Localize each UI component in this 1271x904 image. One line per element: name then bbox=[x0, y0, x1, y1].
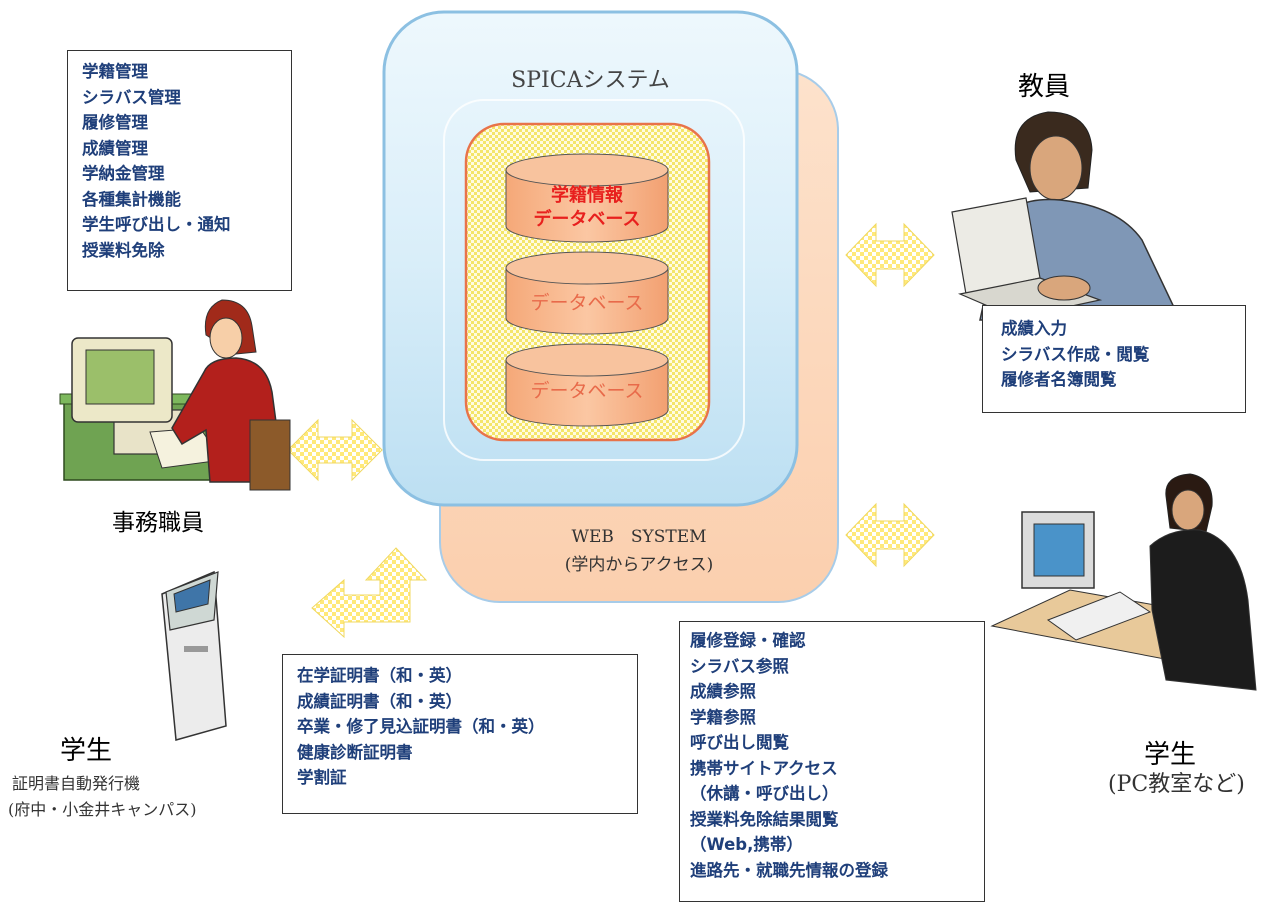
database-cylinder-1 bbox=[505, 153, 669, 243]
student-pc-functions-box: 履修登録・確認 シラバス参照 成績参照 学籍参照 呼び出し閲覧 携帯サイトアクセ… bbox=[679, 621, 985, 902]
database-cylinder-2 bbox=[505, 251, 669, 335]
faculty-label: 教員 bbox=[1018, 72, 1071, 102]
student-kiosk-sublabel-1: 証明書自動発行機 bbox=[12, 774, 141, 793]
database-cylinder-3 bbox=[505, 343, 669, 427]
arrow-faculty-spica bbox=[845, 222, 935, 288]
arrow-kiosk-web bbox=[311, 547, 428, 639]
list-item: 呼び出し閲覧 bbox=[690, 733, 789, 752]
staff-functions-list: 学籍管理 シラバス管理 履修管理 成績管理 学納金管理 各種集計機能 学生呼び出… bbox=[82, 59, 291, 263]
list-item: シラバス作成・閲覧 bbox=[1001, 344, 1150, 364]
web-system-subtitle: (学内からアクセス) bbox=[564, 555, 714, 575]
faculty-illustration bbox=[951, 111, 1182, 321]
kiosk-illustration bbox=[161, 570, 227, 741]
list-item: 在学証明書（和・英） bbox=[297, 666, 462, 685]
faculty-functions-box: 成績入力 シラバス作成・閲覧 履修者名簿閲覧 bbox=[982, 305, 1246, 413]
list-item: 成績参照 bbox=[690, 682, 756, 701]
spica-title: SPICAシステム bbox=[511, 68, 670, 93]
list-item: 健康診断証明書 bbox=[297, 742, 413, 762]
list-item: 進路先・就職先情報の登録 bbox=[690, 860, 888, 880]
list-item: シラバス参照 bbox=[690, 656, 789, 676]
list-item: 履修管理 bbox=[82, 113, 148, 132]
web-system-title: WEB SYSTEM bbox=[571, 527, 707, 547]
list-item: 学納金管理 bbox=[82, 164, 165, 183]
list-item: 学割証 bbox=[297, 768, 347, 787]
list-item: 学籍管理 bbox=[82, 62, 148, 81]
list-item: シラバス管理 bbox=[82, 87, 181, 107]
student-pc-sublabel: (PC教室など) bbox=[1108, 772, 1245, 797]
arrow-student-web bbox=[845, 502, 935, 568]
spica-inner-outline bbox=[443, 99, 745, 461]
student-kiosk-label: 学生 bbox=[60, 736, 113, 766]
list-item: 授業料免除結果閲覧 bbox=[690, 809, 839, 829]
staff-label: 事務職員 bbox=[112, 510, 204, 536]
office-staff-illustration bbox=[59, 299, 291, 491]
staff-functions-box: 学籍管理 シラバス管理 履修管理 成績管理 学納金管理 各種集計機能 学生呼び出… bbox=[67, 50, 292, 291]
kiosk-functions-list: 在学証明書（和・英） 成績証明書（和・英） 卒業・修了見込証明書（和・英） 健康… bbox=[297, 663, 637, 791]
student-pc-functions-list: 履修登録・確認 シラバス参照 成績参照 学籍参照 呼び出し閲覧 携帯サイトアクセ… bbox=[690, 628, 984, 883]
db-3-label: データベース bbox=[530, 380, 644, 402]
list-item: 各種集計機能 bbox=[82, 189, 181, 209]
student-pc-illustration bbox=[990, 473, 1257, 691]
list-item: （Web,携帯） bbox=[690, 835, 803, 854]
list-item: 授業料免除 bbox=[82, 240, 165, 260]
list-item: 学籍参照 bbox=[690, 707, 756, 727]
faculty-functions-list: 成績入力 シラバス作成・閲覧 履修者名簿閲覧 bbox=[1001, 316, 1245, 393]
list-item: 履修者名簿閲覧 bbox=[1001, 370, 1117, 389]
db-1-label-line1: 学籍情報 bbox=[551, 185, 623, 206]
list-item: 成績証明書（和・英） bbox=[297, 691, 462, 711]
kiosk-functions-box: 在学証明書（和・英） 成績証明書（和・英） 卒業・修了見込証明書（和・英） 健康… bbox=[282, 654, 638, 814]
list-item: 成績入力 bbox=[1001, 319, 1067, 338]
list-item: 卒業・修了見込証明書（和・英） bbox=[297, 717, 545, 736]
list-item: 履修登録・確認 bbox=[690, 631, 806, 650]
list-item: 学生呼び出し・通知 bbox=[82, 215, 231, 234]
db-1-label: 学籍情報 データベース bbox=[506, 184, 668, 232]
student-pc-label: 学生 bbox=[1144, 740, 1197, 770]
db-1-label-line2: データベース bbox=[533, 209, 641, 230]
db-2-label: データベース bbox=[530, 292, 644, 314]
list-item: （休講・呼び出し） bbox=[690, 784, 839, 803]
list-item: 成績管理 bbox=[82, 138, 148, 158]
list-item: 携帯サイトアクセス bbox=[690, 758, 838, 778]
arrow-staff-spica bbox=[287, 418, 383, 482]
student-kiosk-sublabel-2: (府中・小金井キャンパス) bbox=[8, 800, 197, 819]
